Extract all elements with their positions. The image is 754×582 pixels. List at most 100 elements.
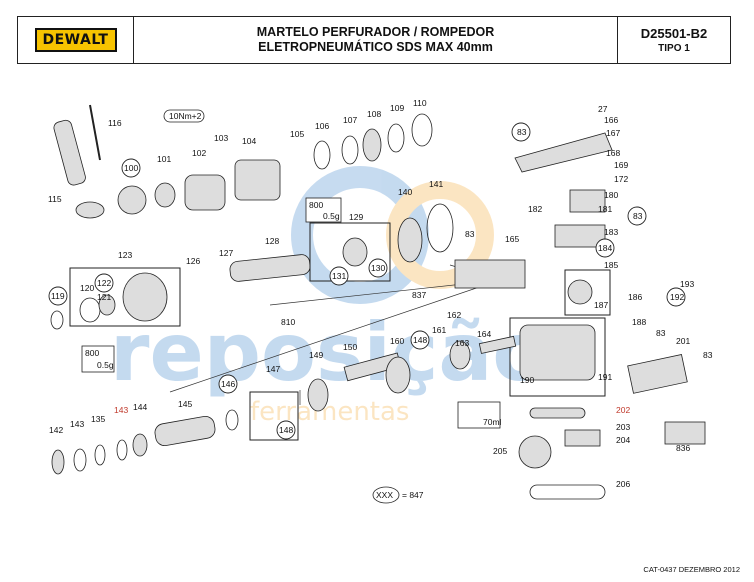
part-144 [132, 433, 148, 457]
label-110: 110 [413, 98, 427, 108]
part-204 [564, 429, 601, 447]
label-116: 116 [108, 118, 122, 128]
side-handle-part [53, 119, 86, 186]
model-cell: D25501-B2 TIPO 1 [618, 17, 730, 63]
part-183 [554, 224, 606, 248]
label-205: 205 [493, 446, 507, 456]
grease-b: 0.5g [97, 360, 114, 370]
label-201: 201 [676, 336, 690, 346]
label-83-e: 83 [703, 350, 713, 360]
watermark-text: reposição [110, 306, 547, 399]
label-148-a: 148 [413, 335, 427, 345]
label-148-b: 148 [279, 425, 293, 435]
part-box-147 [249, 391, 299, 441]
label-150: 150 [343, 342, 357, 352]
part-163 [449, 340, 471, 370]
part-141 [426, 203, 454, 253]
logo-cell: DEWALT [18, 17, 134, 63]
label-83-d: 83 [656, 328, 666, 338]
part-836 [664, 421, 706, 445]
label-115: 115 [48, 194, 62, 204]
watermark-gear-orange [386, 181, 494, 289]
label-188: 188 [632, 317, 646, 327]
label-190: 190 [520, 375, 534, 385]
label-184: 184 [598, 243, 612, 253]
xxx-marker: XXX [376, 490, 393, 500]
label-143-red: 143 [114, 405, 128, 415]
label-206: 206 [616, 479, 630, 489]
torque-annotation: 10Nm+2 [169, 111, 202, 121]
parts [50, 104, 706, 500]
label-122: 122 [97, 278, 111, 288]
label-837: 837 [412, 290, 426, 300]
label-142: 142 [49, 425, 63, 435]
part-206 [529, 484, 606, 500]
label-130: 130 [371, 263, 385, 273]
label-203: 203 [616, 422, 630, 432]
part-119 [50, 310, 64, 330]
title-line-2: ELETROPNEUMÁTICO SDS MAX 40mm [258, 40, 493, 54]
clamp-part [75, 201, 105, 219]
part-165 [454, 259, 526, 289]
part-box-129 [309, 222, 391, 282]
part-168 [514, 132, 613, 173]
label-126: 126 [186, 256, 200, 266]
part-135 [94, 444, 106, 466]
title-block: DEWALT MARTELO PERFURADOR / ROMPEDOR ELE… [17, 16, 731, 64]
label-202: 202 [616, 405, 630, 415]
torque-800-b: 800 [85, 348, 99, 358]
label-167: 167 [606, 128, 620, 138]
title-cell: MARTELO PERFURADOR / ROMPEDOR ELETROPNEU… [134, 17, 618, 63]
label-204: 204 [616, 435, 630, 445]
label-181: 181 [598, 204, 612, 214]
label-141: 141 [429, 179, 443, 189]
label-810-a: 810 [281, 317, 295, 327]
label-108: 108 [367, 109, 381, 119]
part-104 [234, 159, 281, 201]
catalog-footer: CAT-0437 DEZEMBRO 2012 [643, 565, 740, 574]
part-180 [569, 189, 606, 213]
label-149: 149 [309, 350, 323, 360]
label-101: 101 [157, 154, 171, 164]
part-143 [73, 448, 87, 472]
label-182: 182 [528, 204, 542, 214]
label-168: 168 [606, 148, 620, 158]
part-142 [51, 449, 65, 475]
label-105: 105 [290, 129, 304, 139]
rod-part [89, 104, 101, 161]
part-201 [627, 354, 688, 394]
model-type: TIPO 1 [658, 43, 690, 54]
label-129: 129 [349, 212, 363, 222]
part-128 [229, 254, 311, 282]
label-186: 186 [628, 292, 642, 302]
part-188 [519, 324, 596, 381]
part-202 [529, 407, 586, 419]
oil-annotation: 70ml [483, 417, 502, 427]
label-180: 180 [604, 190, 618, 200]
part-box-186 [564, 269, 611, 316]
label-83-c: 83 [465, 229, 475, 239]
part-108 [362, 128, 382, 162]
label-109: 109 [390, 103, 404, 113]
label-185: 185 [604, 260, 618, 270]
part-107 [341, 135, 359, 165]
title-line-1: MARTELO PERFURADOR / ROMPEDOR [256, 25, 495, 39]
watermark-subtext: ferramentas [250, 397, 409, 427]
label-135: 135 [91, 414, 105, 424]
label-165: 165 [505, 234, 519, 244]
part-143b [116, 439, 128, 461]
label-123: 123 [118, 250, 132, 260]
label-83-a: 83 [517, 127, 527, 137]
part-186 [567, 279, 593, 305]
label-163: 163 [455, 338, 469, 348]
label-121: 121 [97, 292, 111, 302]
label-162: 162 [447, 310, 461, 320]
label-164: 164 [477, 329, 491, 339]
label-183: 183 [604, 227, 618, 237]
label-127: 127 [219, 248, 233, 258]
dewalt-logo: DEWALT [34, 28, 117, 52]
label-191: 191 [598, 372, 612, 382]
part-149 [307, 378, 329, 412]
part-100 [117, 185, 147, 215]
label-120: 120 [80, 283, 94, 293]
